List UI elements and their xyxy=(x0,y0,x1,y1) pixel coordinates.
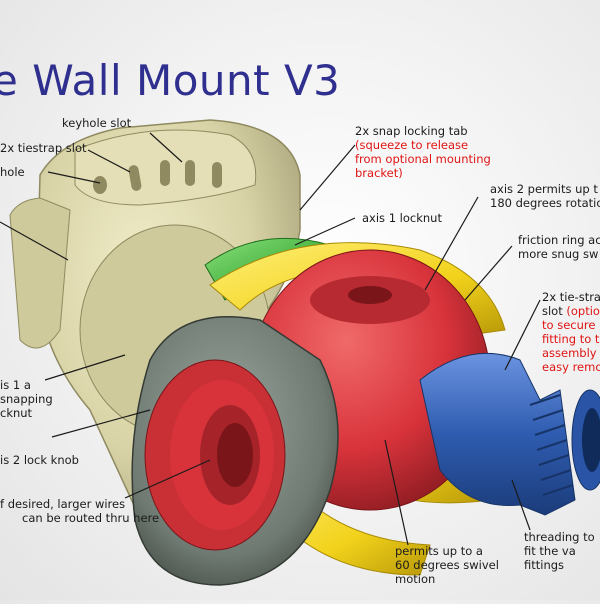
snap-tab-note-line: from optional mounting xyxy=(355,152,491,166)
label-threading: threading to fit the va fittings xyxy=(524,530,595,572)
blue-fitting xyxy=(419,352,600,516)
threading-line: threading to xyxy=(524,530,595,544)
tie-strap-note-line: fitting to t xyxy=(542,332,600,346)
friction-ring-line: more snug sw xyxy=(518,247,599,261)
snap-tab-note-line: bracket) xyxy=(355,166,403,180)
axis2-rotation-line: 180 degrees rotatio xyxy=(490,196,600,210)
label-keyhole-slot: keyhole slot xyxy=(62,116,132,130)
axis2-lock-knob xyxy=(131,316,339,586)
label-hole: hole xyxy=(0,165,25,179)
tie-strap-note-line: to secure xyxy=(542,318,596,332)
label-wires: f desired, larger wires can be routed th… xyxy=(0,497,159,525)
label-axis2-rotation: axis 2 permits up t 180 degrees rotatio xyxy=(490,182,600,210)
label-axis2-knob: is 2 lock knob xyxy=(0,453,79,467)
label-tie-strap: 2x tie-stra slot (optio to secure fittin… xyxy=(542,290,600,374)
axis1-snapping-line: snapping xyxy=(0,392,53,406)
leader-lines xyxy=(0,132,541,546)
axis1-snapping-line: is 1 a xyxy=(0,378,31,392)
tie-strap-line: 2x tie-stra xyxy=(542,290,600,304)
wires-line: f desired, larger wires xyxy=(0,497,126,511)
snap-tab-note-line: (squeeze to release xyxy=(355,138,469,152)
threading-line: fittings xyxy=(524,558,565,572)
threading-line: fit the va xyxy=(524,544,576,558)
hole-icon xyxy=(93,176,107,194)
label-snap-tab: 2x snap locking tab (squeeze to release … xyxy=(355,124,491,180)
tie-strap-note-line: easy remo xyxy=(542,360,600,374)
label-axis1-snapping: is 1 a snapping cknut xyxy=(0,378,53,420)
snap-tab-title: 2x snap locking tab xyxy=(355,124,468,138)
swivel-line: motion xyxy=(395,572,436,586)
page-title: e Wall Mount V3 xyxy=(0,56,341,105)
axis2-rotation-line: axis 2 permits up t xyxy=(490,182,598,196)
label-swivel: permits up to a 60 degrees swivel motion xyxy=(395,544,499,586)
label-tiestrap-slot: 2x tiestrap slot xyxy=(0,141,87,155)
tie-strap-line: slot xyxy=(542,304,567,318)
keyhole-slot-icon xyxy=(185,160,195,186)
swivel-line: 60 degrees swivel xyxy=(395,558,499,572)
wires-line: can be routed thru here xyxy=(22,511,160,525)
axis1-snapping-line: cknut xyxy=(0,406,33,420)
friction-ring-line: friction ring ac xyxy=(518,233,600,247)
swivel-line: permits up to a xyxy=(395,544,483,558)
tie-strap-note-line: assembly xyxy=(542,346,597,360)
label-friction-ring: friction ring ac more snug sw xyxy=(518,233,600,261)
label-axis1-locknut: axis 1 locknut xyxy=(362,211,442,225)
tie-strap-note-inline: (optio xyxy=(566,304,600,318)
